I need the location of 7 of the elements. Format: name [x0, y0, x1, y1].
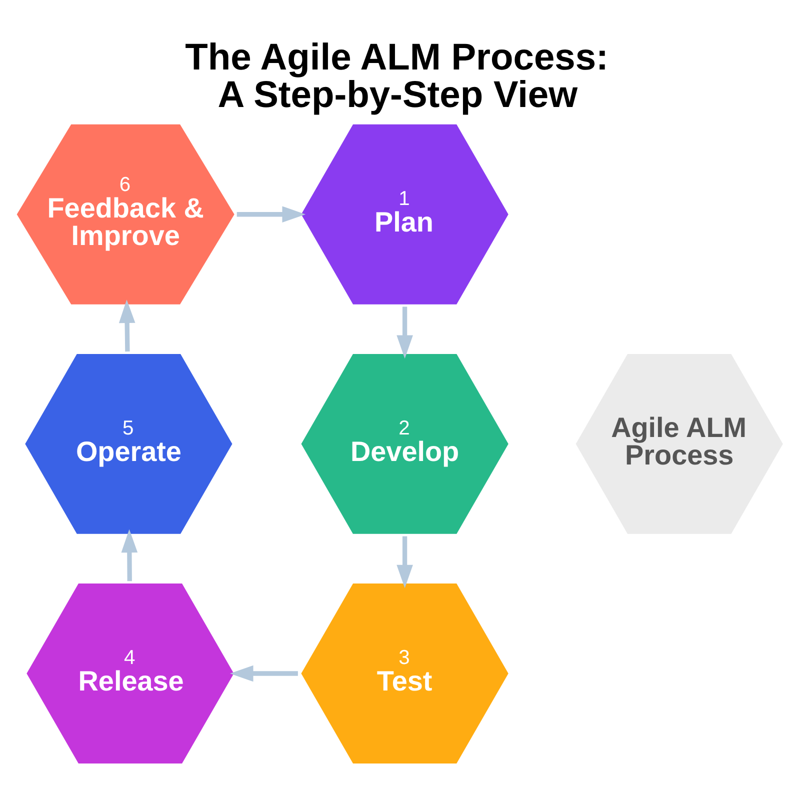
arrow — [396, 306, 413, 358]
arrow — [230, 664, 298, 682]
diagram-title: The Agile ALM Process: A Step-by-Step View — [185, 35, 608, 114]
arrow — [236, 206, 306, 222]
arrow — [121, 528, 138, 581]
arrow — [396, 536, 413, 588]
arrow — [118, 299, 136, 352]
